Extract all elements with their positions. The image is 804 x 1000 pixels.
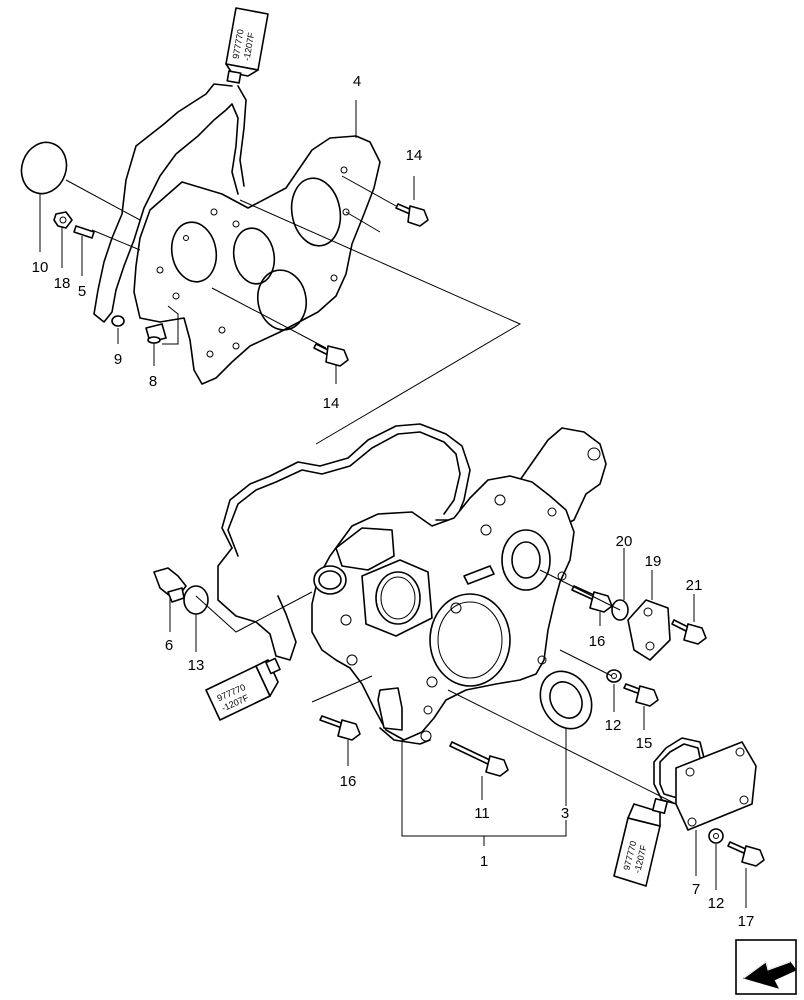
callout-19: 19 <box>645 553 662 570</box>
callout-16-left: 16 <box>340 773 357 790</box>
bolt-15 <box>623 683 659 707</box>
cover-plate-19 <box>627 599 671 661</box>
callout-14-bottom: 14 <box>323 395 340 412</box>
crank-oil-seal-3 <box>539 670 593 730</box>
callout-9: 9 <box>114 351 122 368</box>
callout-6: 6 <box>165 637 173 654</box>
callout-4: 4 <box>353 73 361 90</box>
washer-12-lower <box>708 828 724 844</box>
o-ring-small-9 <box>111 315 125 327</box>
dowel-8 <box>145 323 167 344</box>
nut-18 <box>53 211 73 229</box>
timing-cover-housing <box>311 427 607 745</box>
bolt-21 <box>671 619 707 645</box>
bolt-16-right <box>571 585 613 613</box>
callout-16-right: 16 <box>589 633 606 650</box>
callout-13: 13 <box>188 657 205 674</box>
bolt-14-upper <box>395 203 429 227</box>
callout-18: 18 <box>54 275 71 292</box>
callout-20: 20 <box>616 533 633 550</box>
bolt-11 <box>449 741 509 777</box>
callout-7: 7 <box>692 881 700 898</box>
callout-21: 21 <box>686 577 703 594</box>
tube-label-line2: -1207F <box>242 31 257 61</box>
bolt-17 <box>727 841 765 867</box>
callout-11: 11 <box>474 805 490 822</box>
leader-lines-lower <box>169 548 747 908</box>
o-ring-large <box>20 141 68 195</box>
sealant-tube-right: 977770 -1207F <box>613 797 669 887</box>
bolt-14-lower <box>313 343 349 367</box>
callout-12-upper: 12 <box>605 717 622 734</box>
bolt-16-left <box>319 715 361 741</box>
callout-5: 5 <box>78 283 86 300</box>
o-ring-13 <box>183 585 209 615</box>
callout-17: 17 <box>738 913 755 930</box>
access-cover-7 <box>653 737 757 831</box>
callout-1: 1 <box>480 853 488 870</box>
callout-8: 8 <box>149 373 157 390</box>
oil-filler-cap-6 <box>153 567 187 603</box>
o-ring-20 <box>611 599 629 621</box>
callout-15: 15 <box>636 735 653 752</box>
callout-labels: 4 14 10 18 5 9 8 14 20 19 21 6 13 16 12 … <box>32 73 755 930</box>
sealant-tube-left: 977770 -1207F <box>205 657 281 721</box>
callout-3: 3 <box>561 805 569 822</box>
lower-gasket <box>217 423 471 661</box>
leader-lines-upper <box>39 100 522 445</box>
sealant-tube-top: 977770 -1207F <box>225 7 269 84</box>
stud-5 <box>73 225 95 239</box>
callout-12-lower: 12 <box>708 895 725 912</box>
washer-12-upper <box>606 669 622 683</box>
next-page-arrow-icon[interactable] <box>735 939 797 995</box>
callout-10: 10 <box>32 259 49 276</box>
front-plate <box>133 135 381 385</box>
callout-14-top: 14 <box>406 147 423 164</box>
top-gasket <box>93 83 247 323</box>
